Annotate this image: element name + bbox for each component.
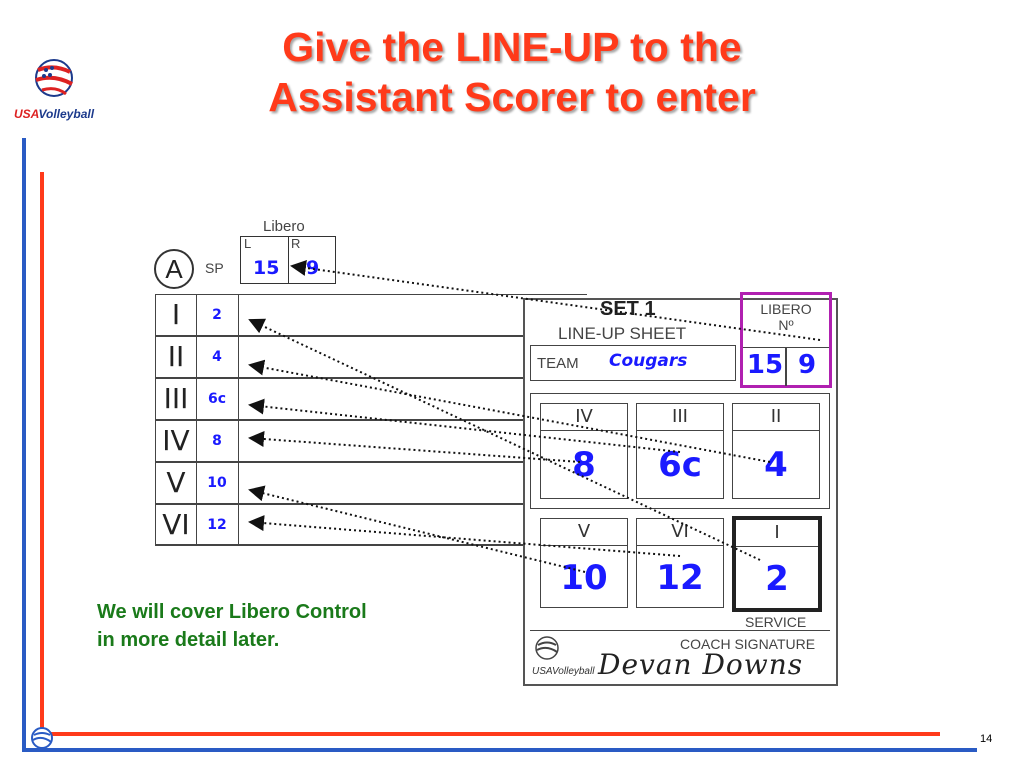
libero-left-label: L [244,236,252,251]
row-roman: II [156,337,197,377]
note-line-1: We will cover Libero Control [97,601,367,623]
position-player: 6c [658,445,702,485]
team-letter-circle: A [154,249,194,289]
lineup-sheet-label: LINE-UP SHEET [558,324,687,343]
coach-signature-label: COACH SIGNATURE [680,636,816,652]
libero-box: L R 15 9 [240,236,336,284]
row-number: 6c [196,379,239,419]
position-player: 2 [765,559,789,599]
position-player: 12 [656,558,704,598]
libero-left-number: 15 [253,257,280,279]
row-number: 12 [196,505,239,545]
sheet-libero-no-label: Nº [778,317,794,333]
position-roman: III [637,404,723,431]
coach-signature: Devan Downs [598,648,804,681]
sheet-libero-label: LIBERO [760,301,812,317]
team-name: Cougars [609,351,688,371]
logo-volleyball: Volleyball [38,107,95,121]
position-player: 4 [764,445,788,485]
row-number: 10 [196,463,239,503]
service-label: SERVICE [745,614,807,630]
libero-highlight-box: LIBERO Nº 15 9 [740,292,832,388]
libero-note: We will cover Libero Control in more det… [97,598,367,654]
team-field: TEAM Cougars [530,345,736,381]
row-roman: III [156,379,197,419]
position-box: VI 12 [636,518,724,608]
position-roman: II [733,404,819,431]
sheet-libero-1: 15 [746,350,784,380]
position-player: 10 [560,558,608,598]
libero-right-number: 9 [306,257,320,279]
position-player: 8 [572,445,596,485]
position-box: II 4 [732,403,820,499]
sheet-volleyball-icon [532,635,562,666]
frame-line-blue-vertical [22,138,26,750]
service-position-box: I 2 [732,516,822,612]
set-label: SET 1 [600,298,656,320]
position-roman: V [541,519,627,546]
position-roman: I [736,520,818,547]
row-roman: IV [156,421,197,461]
title-line-2: Assistant Scorer to enter [268,74,756,120]
title-line-1: Give the LINE-UP to the [282,24,742,70]
sp-label: SP [205,260,224,276]
row-roman: I [156,295,197,335]
signature-area [530,630,830,681]
position-box: V 10 [540,518,628,608]
position-roman: VI [637,519,723,546]
footer-volleyball-icon [30,726,54,755]
slide-title: Give the LINE-UP to the Assistant Scorer… [180,22,844,122]
position-box: IV 8 [540,403,628,499]
sheet-libero-2: 9 [797,350,817,380]
libero-right-label: R [291,236,301,251]
frame-line-blue-horizontal [22,748,977,752]
sheet-logo-text: USAVolleyball [532,666,595,677]
frame-line-red-vertical [40,172,44,736]
note-line-2: in more detail later. [97,629,280,651]
page-number: 14 [980,733,993,745]
position-roman: IV [541,404,627,431]
logo-usa: USA [14,107,39,121]
row-roman: V [156,463,197,503]
volleyball-icon [35,59,73,97]
position-box: III 6c [636,403,724,499]
team-label: TEAM [537,355,579,372]
frame-line-red-horizontal [44,732,940,736]
row-roman: VI [156,505,197,545]
usa-volleyball-logo: USAVolleyball [14,56,94,122]
libero-label: Libero [263,218,305,235]
row-number: 8 [196,421,239,461]
row-number: 4 [196,337,239,377]
row-number: 2 [196,295,239,335]
